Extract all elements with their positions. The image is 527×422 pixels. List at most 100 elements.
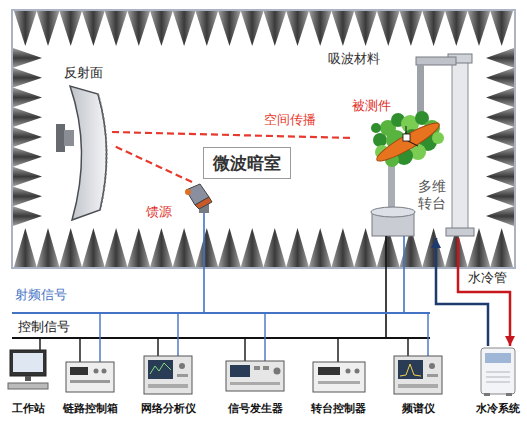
workstation-icon (25, 376, 31, 381)
water-cooler-icon (486, 377, 510, 378)
absorber-wedge (37, 11, 60, 46)
dut-pattern (371, 123, 381, 133)
reflector-dish (64, 130, 74, 146)
absorber-wedge (422, 228, 445, 267)
absorber-wedge (82, 228, 105, 267)
spectrum-analyzer-icon (398, 384, 438, 388)
signal-wires (99, 313, 100, 362)
absorber-wedge (486, 127, 514, 147)
network-analyzer-icon (148, 360, 173, 379)
bus-label: 射频信号 (15, 287, 67, 303)
absorber-wedge (105, 11, 128, 46)
turntable: 多维转台 (372, 176, 475, 238)
signal-generator-icon (230, 365, 250, 377)
turntable-controller-icon (355, 369, 360, 374)
absorber-wedge (150, 11, 173, 46)
absorber-wedge (486, 107, 514, 127)
absorber-wedge (241, 11, 264, 46)
feed-horn: 馈源 (146, 182, 216, 218)
turntable-frame (417, 65, 424, 113)
network-analyzer: 网络分析仪 (136, 346, 200, 418)
absorber-wedge (105, 228, 128, 267)
turntable-frame (371, 207, 415, 217)
absorber-wedge (309, 11, 332, 46)
absorber-wedge (377, 11, 400, 46)
reflector-dish (56, 124, 65, 152)
absorber-wedge (332, 228, 355, 267)
signal-wires (403, 236, 405, 313)
workstation: 工作站 (3, 346, 53, 418)
signal-wires (157, 338, 158, 356)
reflector-dish (70, 86, 107, 220)
link-control-box-icon (66, 362, 114, 392)
dut-pattern (432, 132, 444, 144)
cooling-pipe (458, 238, 510, 346)
signal-wires (12, 337, 430, 339)
signal-generator-icon (263, 366, 269, 370)
feed-horn-icon (185, 189, 191, 195)
absorber-wedge (127, 228, 150, 267)
network-analyzer-icon (177, 374, 188, 377)
absorber-wedge (173, 11, 196, 46)
turntable-frame (371, 54, 474, 236)
absorber-wedge (486, 48, 514, 68)
absorber-wedge (486, 68, 514, 88)
absorber-wedge (13, 48, 42, 68)
edge-label: 水冷管 (466, 270, 509, 286)
water-cooler-icon (481, 348, 515, 394)
absorber-wedge (241, 228, 264, 267)
absorber-wedge (486, 167, 514, 187)
node-label: 馈源 (146, 204, 172, 220)
signal-wires (264, 313, 265, 361)
absorber-wedges (13, 11, 514, 267)
signal-wires (79, 338, 80, 362)
signal-generator-icon (274, 368, 281, 375)
signal-wires (203, 213, 205, 313)
absorber-wedge (13, 206, 42, 226)
absorber-wedge (218, 11, 241, 46)
absorber-wedge (196, 228, 219, 267)
absorber-wedge (13, 68, 42, 88)
spectrum-analyzer-icon (429, 363, 435, 369)
link-control-box-icon (70, 367, 88, 375)
turntable-controller-icon (318, 381, 360, 384)
chamber-title-box: 微波暗室 (203, 147, 291, 179)
absorber-wedge (309, 228, 332, 267)
absorber-wedge (486, 88, 514, 108)
turntable-controller-icon (313, 362, 365, 392)
dut-pattern (373, 118, 442, 166)
spectrum-analyzer-icon (427, 374, 438, 377)
signal-wires (12, 213, 430, 362)
turntable-frame (388, 166, 395, 212)
chamber-floor (12, 10, 515, 268)
spectrum-analyzer-icon (398, 360, 423, 379)
turntable-controller-icon (313, 362, 365, 392)
link-control-box-icon (66, 362, 114, 392)
dut-pattern (371, 111, 444, 167)
reflector-dish (56, 86, 107, 220)
absorber-wedge (14, 228, 37, 267)
absorber-wedge (13, 186, 42, 206)
node-label: 信号发生器 (228, 402, 283, 415)
turntable-frame (446, 228, 474, 236)
absorber-wedge (400, 11, 423, 46)
turntable-frame (452, 60, 468, 232)
signal-wires (337, 338, 338, 362)
workstation-icon (13, 353, 43, 372)
absorber-label: 吸波材料 (328, 51, 380, 67)
reflector: 反射面 (55, 62, 112, 222)
node-label: 多维转台 (418, 178, 448, 212)
absorber-wedge (13, 88, 42, 108)
node-label: 水冷系统 (476, 402, 520, 415)
absorber-wedge (490, 228, 513, 267)
water-cooling-system: 水冷系统 (474, 346, 522, 418)
signal-generator-icon (226, 361, 284, 391)
absorber-wedge (490, 11, 513, 46)
absorber-wedge (332, 11, 355, 46)
absorber-wedge (264, 11, 287, 46)
cooling-pipe (436, 238, 488, 346)
absorber-wedge (173, 228, 196, 267)
reflector-dish (98, 94, 107, 210)
turntable-controller: 转台控制器 (306, 346, 370, 418)
